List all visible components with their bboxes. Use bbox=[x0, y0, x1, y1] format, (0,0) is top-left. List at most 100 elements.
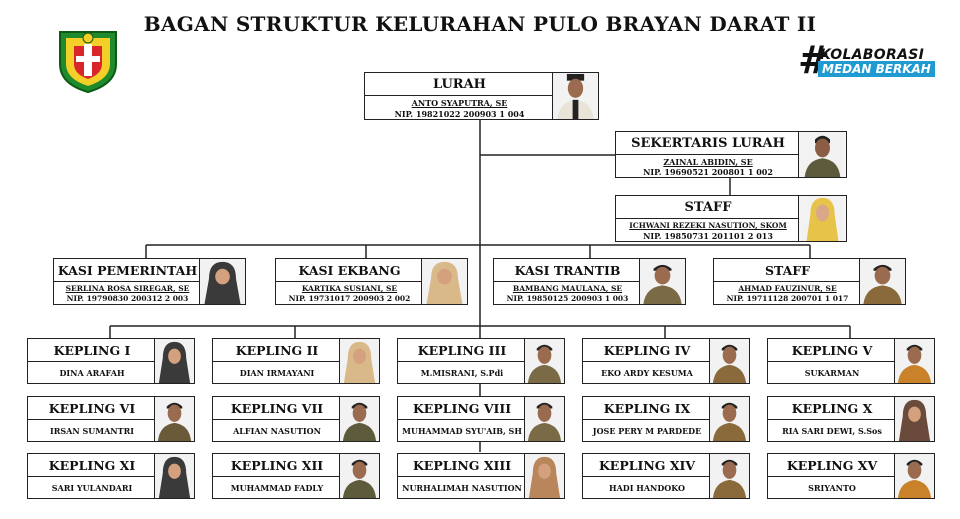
kepling-box-15: KEPLING XV SRIYANTO bbox=[767, 453, 935, 499]
kepling-position: KEPLING III bbox=[398, 339, 526, 362]
kepling-position: KEPLING XI bbox=[28, 454, 156, 477]
kepling-name: SUKARMAN bbox=[804, 367, 860, 378]
kepling-photo bbox=[154, 397, 194, 441]
kepling-position: KEPLING VII bbox=[213, 397, 341, 420]
kepling-position: KEPLING VI bbox=[28, 397, 156, 420]
kepling-position: KEPLING X bbox=[768, 397, 896, 420]
kolaborasi-medan-berkah-logo: # KOLABORASI MEDAN BERKAH bbox=[798, 40, 938, 84]
kepling-position: KEPLING XIII bbox=[398, 454, 526, 477]
kepling-name: SRIYANTO bbox=[808, 482, 856, 493]
sekretaris-nip: NIP. 19690521 200801 1 002 bbox=[643, 167, 773, 177]
kepling-photo bbox=[339, 454, 379, 498]
kasi-name: KARTIKA SUSIANI, SE bbox=[301, 284, 398, 293]
lurah-nip: NIP. 19821022 200903 1 004 bbox=[394, 109, 525, 119]
kasi-position: STAFF bbox=[714, 259, 861, 282]
kepling-position: KEPLING I bbox=[28, 339, 156, 362]
kepling-box-14: KEPLING XIV HADI HANDOKO bbox=[582, 453, 750, 499]
kasi-nip: NIP. 19790830 200312 2 003 bbox=[66, 294, 189, 303]
kepling-box-3: KEPLING III M.MISRANI, S.Pdi bbox=[397, 338, 565, 384]
kepling-name: DINA ARAFAH bbox=[59, 367, 125, 378]
kasi-name: AHMAD FAUZINUR, SE bbox=[738, 284, 837, 293]
kota-medan-emblem bbox=[52, 24, 124, 94]
kepling-photo bbox=[524, 454, 564, 498]
kasi-position: KASI TRANTIB bbox=[494, 259, 641, 282]
kepling-box-5: KEPLING V SUKARMAN bbox=[767, 338, 935, 384]
kepling-name: SARI YULANDARI bbox=[51, 482, 133, 493]
kepling-name: EKO ARDY KESUMA bbox=[601, 367, 693, 378]
kepling-name: M.MISRANI, S.Pdi bbox=[420, 367, 504, 378]
kepling-box-12: KEPLING XII MUHAMMAD FADLY bbox=[212, 453, 380, 499]
kasi-position: KASI PEMERINTAH bbox=[54, 259, 201, 282]
kasi-nip: NIP. 19731017 200903 2 002 bbox=[288, 294, 411, 303]
kepling-name: RIA SARI DEWI, S.Sos bbox=[782, 425, 882, 436]
kepling-photo bbox=[894, 339, 934, 383]
kepling-position: KEPLING XII bbox=[213, 454, 341, 477]
kepling-position: KEPLING II bbox=[213, 339, 341, 362]
sekretaris-position: SEKERTARIS LURAH bbox=[616, 132, 800, 155]
kepling-box-8: KEPLING VIII MUHAMMAD SYU'AIB, SH bbox=[397, 396, 565, 442]
kepling-photo bbox=[709, 454, 749, 498]
kepling-photo bbox=[154, 454, 194, 498]
kepling-photo bbox=[894, 454, 934, 498]
kepling-photo bbox=[894, 397, 934, 441]
kepling-position: KEPLING IV bbox=[583, 339, 711, 362]
kepling-name: NURHALIMAH NASUTION bbox=[402, 482, 522, 493]
kasi-name: SERLINA ROSA SIREGAR, SE bbox=[65, 284, 190, 293]
kepling-photo bbox=[339, 397, 379, 441]
sekretaris-box: SEKERTARIS LURAH ZAINAL ABIDIN, SE NIP. … bbox=[615, 131, 847, 178]
kasi-nip: NIP. 19711128 200701 1 017 bbox=[726, 294, 849, 303]
kasi-nip: NIP. 19850125 200903 1 003 bbox=[506, 294, 629, 303]
page-title: BAGAN STRUKTUR KELURAHAN PULO BRAYAN DAR… bbox=[143, 12, 817, 36]
kepling-box-13: KEPLING XIII NURHALIMAH NASUTION bbox=[397, 453, 565, 499]
kepling-box-4: KEPLING IV EKO ARDY KESUMA bbox=[582, 338, 750, 384]
staff-sekretariat-nip: NIP. 19850731 201101 2 013 bbox=[643, 231, 773, 241]
kepling-position: KEPLING XV bbox=[768, 454, 896, 477]
kepling-box-10: KEPLING X RIA SARI DEWI, S.Sos bbox=[767, 396, 935, 442]
kepling-position: KEPLING XIV bbox=[583, 454, 711, 477]
staff-sekretariat-photo bbox=[798, 196, 846, 241]
lurah-position: LURAH bbox=[365, 73, 554, 96]
kepling-photo bbox=[154, 339, 194, 383]
lurah-name: ANTO SYAPUTRA, SE bbox=[411, 98, 508, 108]
kepling-box-11: KEPLING XI SARI YULANDARI bbox=[27, 453, 195, 499]
kasi-position: KASI EKBANG bbox=[276, 259, 423, 282]
kepling-name: IRSAN SUMANTRI bbox=[50, 425, 134, 436]
staff-sekretariat-position: STAFF bbox=[616, 196, 800, 219]
kepling-photo bbox=[524, 397, 564, 441]
kepling-box-6: KEPLING VI IRSAN SUMANTRI bbox=[27, 396, 195, 442]
kepling-photo bbox=[524, 339, 564, 383]
sekretaris-name: ZAINAL ABIDIN, SE bbox=[663, 157, 753, 167]
kepling-photo bbox=[709, 339, 749, 383]
kepling-name: HADI HANDOKO bbox=[609, 482, 685, 493]
kepling-name: MUHAMMAD SYU'AIB, SH bbox=[402, 425, 522, 436]
lurah-photo bbox=[552, 73, 598, 119]
kepling-box-1: KEPLING I DINA ARAFAH bbox=[27, 338, 195, 384]
staff-sekretariat-box: STAFF ICHWANI REZEKI NASUTION, SKOM NIP.… bbox=[615, 195, 847, 242]
sekretaris-photo bbox=[798, 132, 846, 177]
kepling-position: KEPLING V bbox=[768, 339, 896, 362]
brand-line1: KOLABORASI bbox=[820, 47, 925, 63]
kepling-name: DIAN IRMAYANI bbox=[239, 367, 315, 378]
kepling-position: KEPLING IX bbox=[583, 397, 711, 420]
kasi-photo bbox=[199, 259, 245, 304]
kasi-photo bbox=[421, 259, 467, 304]
kepling-photo bbox=[339, 339, 379, 383]
kepling-name: MUHAMMAD FADLY bbox=[230, 482, 324, 493]
kasi-name: BAMBANG MAULANA, SE bbox=[512, 284, 623, 293]
staff-sekretariat-name: ICHWANI REZEKI NASUTION, SKOM bbox=[629, 221, 787, 230]
kasi-photo bbox=[639, 259, 685, 304]
kepling-box-7: KEPLING VII ALFIAN NASUTION bbox=[212, 396, 380, 442]
kepling-position: KEPLING VIII bbox=[398, 397, 526, 420]
kepling-box-2: KEPLING II DIAN IRMAYANI bbox=[212, 338, 380, 384]
kasi-photo bbox=[859, 259, 905, 304]
lurah-box: LURAH ANTO SYAPUTRA, SE NIP. 19821022 20… bbox=[364, 72, 599, 120]
kepling-name: JOSE PERY M PARDEDE bbox=[592, 425, 702, 436]
kepling-name: ALFIAN NASUTION bbox=[233, 425, 321, 436]
kepling-photo bbox=[709, 397, 749, 441]
kepling-box-9: KEPLING IX JOSE PERY M PARDEDE bbox=[582, 396, 750, 442]
brand-line2: MEDAN BERKAH bbox=[818, 61, 935, 77]
